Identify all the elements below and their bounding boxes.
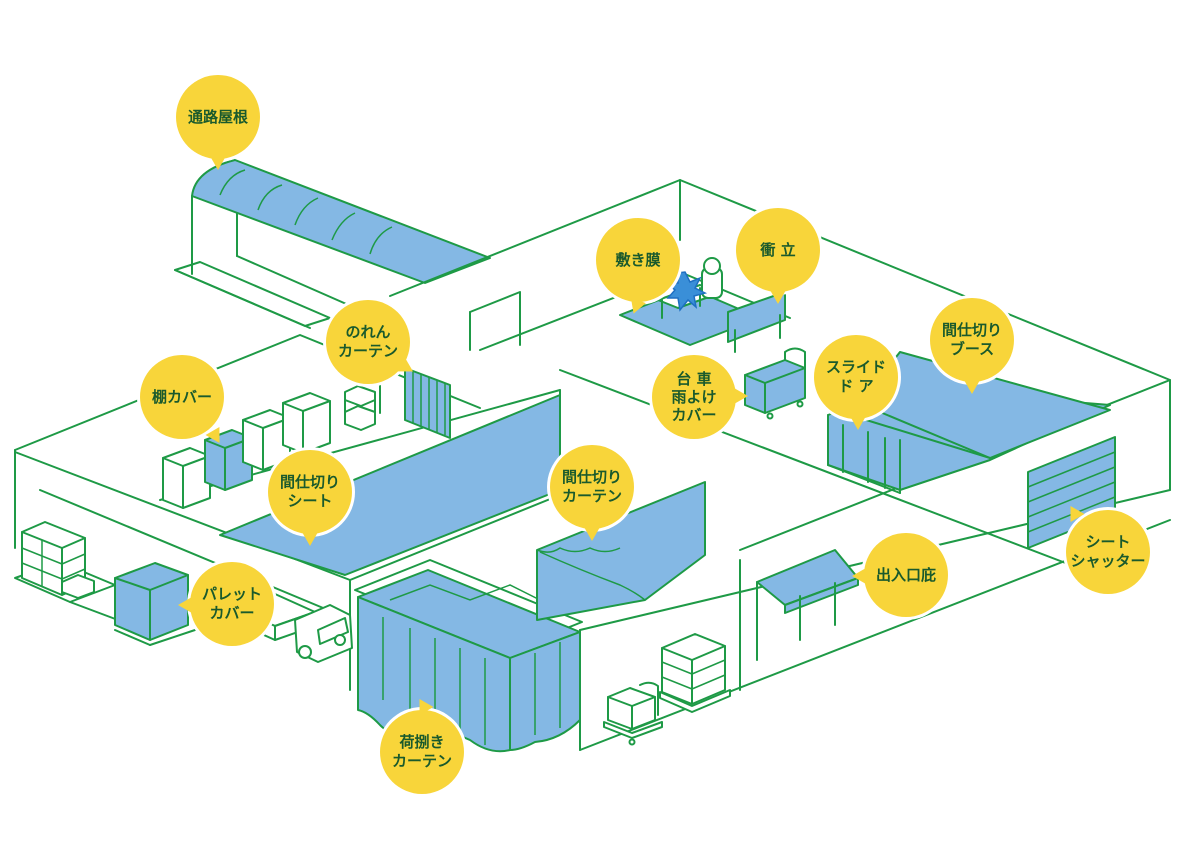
label-line: カバー — [671, 406, 717, 424]
label-line: 間仕切り — [279, 473, 340, 491]
loading-curtain — [354, 559, 583, 753]
label-line: のれん — [345, 323, 391, 341]
label-line: 間仕切り — [561, 468, 622, 486]
label-line: 出入口庇 — [875, 565, 936, 584]
label-line: 衝 立 — [760, 240, 796, 259]
bubble-pointer — [852, 568, 866, 584]
label-partition-sheet[interactable]: 間仕切り シート — [268, 450, 352, 534]
label-pallet-cover[interactable]: パレット カバー — [190, 562, 274, 646]
label-sheet-shutter[interactable]: シート シャッター — [1066, 510, 1150, 594]
label-line: カーテン — [561, 487, 622, 505]
screen-panel — [727, 291, 786, 343]
bubble-pointer — [964, 380, 980, 394]
label-loading-curtain[interactable]: 荷捌き カーテン — [380, 710, 464, 794]
label-partition-curtain[interactable]: 間仕切り カーテン — [550, 445, 634, 529]
label-screen[interactable]: 衝 立 — [736, 208, 820, 292]
cart-rain-cover — [744, 347, 806, 420]
bubble-pointer — [210, 156, 226, 170]
bubble-pointer — [770, 290, 786, 304]
label-line: スライド — [825, 358, 886, 376]
label-noren-curtain[interactable]: のれん カーテン — [326, 300, 410, 384]
label-entrance-canopy[interactable]: 出入口庇 — [864, 533, 948, 617]
noren-curtain — [379, 367, 451, 439]
label-floor-membrane[interactable]: 敷き膜 — [596, 218, 680, 302]
label-line: ド ア — [838, 377, 874, 395]
corridor-roof-structure — [174, 159, 491, 329]
label-line: 雨よけ — [671, 388, 717, 406]
shelves — [162, 385, 376, 509]
label-line: カーテン — [391, 752, 452, 770]
label-line: シート — [287, 492, 333, 510]
label-line: 敷き膜 — [615, 250, 661, 269]
entrance-canopy — [756, 549, 859, 661]
label-shelf-cover[interactable]: 棚カバー — [140, 355, 224, 439]
pallets-left — [14, 521, 196, 646]
label-line: カーテン — [337, 342, 398, 360]
bubble-pointer — [584, 527, 600, 541]
label-slide-door[interactable]: スライド ド ア — [814, 335, 898, 419]
label-line: 荷捌き — [399, 733, 445, 751]
label-line: 間仕切り — [941, 321, 1002, 339]
label-line: シート — [1085, 533, 1131, 551]
label-line: ブース — [949, 340, 995, 358]
label-line: カバー — [209, 604, 255, 622]
label-line: 棚カバー — [151, 387, 212, 406]
pallets-right — [603, 633, 731, 746]
bubble-pointer — [734, 388, 748, 404]
label-line: 通路屋根 — [187, 107, 248, 126]
bubble-pointer — [302, 532, 318, 546]
partition-curtain — [536, 481, 706, 621]
floor-membrane-area — [619, 257, 786, 353]
label-partition-booth[interactable]: 間仕切り ブース — [930, 298, 1014, 382]
bubble-pointer — [178, 597, 192, 613]
label-line: パレット — [201, 585, 262, 603]
label-cart-rain-cover[interactable]: 台 車 雨よけ カバー — [652, 355, 736, 439]
label-line: シャッター — [1070, 552, 1146, 570]
bubble-pointer — [850, 416, 866, 430]
label-corridor-roof[interactable]: 通路屋根 — [176, 75, 260, 159]
label-line: 台 車 — [676, 370, 712, 388]
